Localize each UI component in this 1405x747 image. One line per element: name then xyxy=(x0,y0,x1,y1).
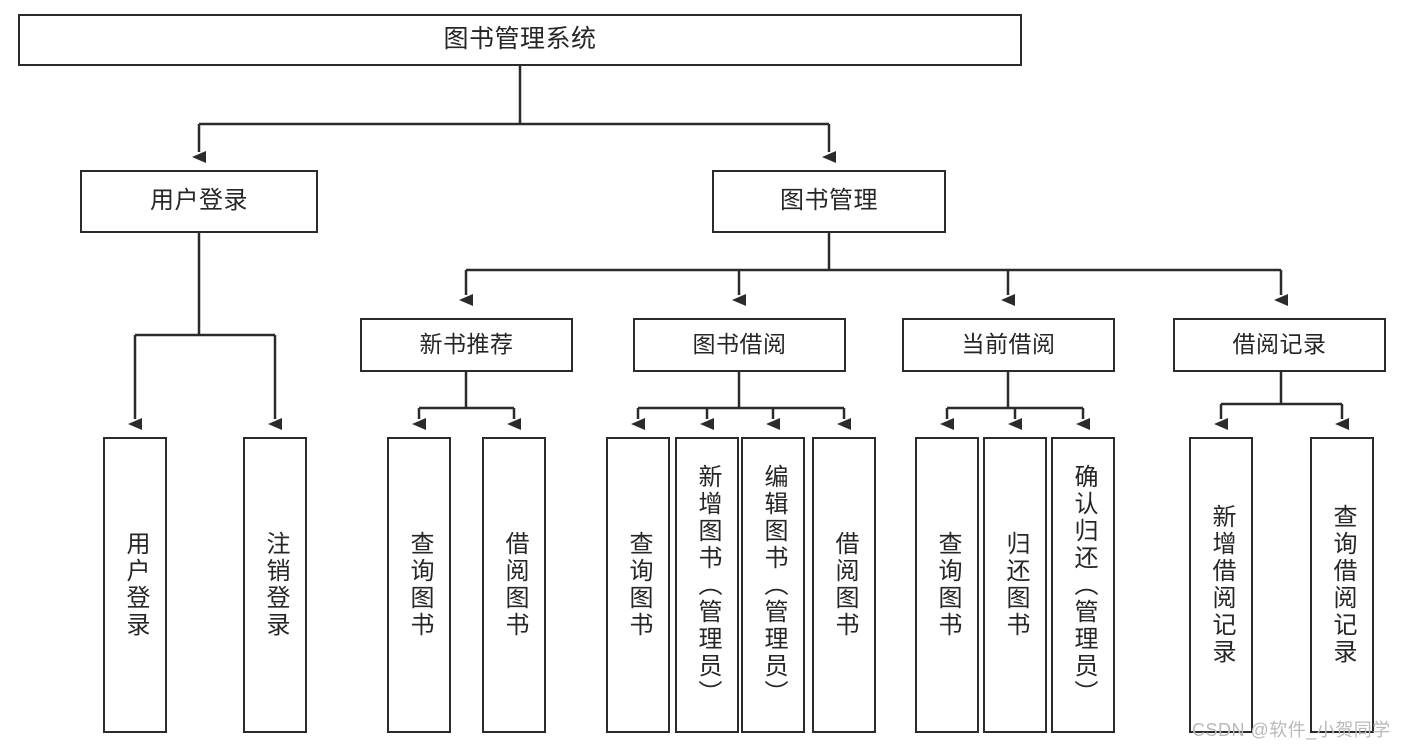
leaf-nbr-borrow-book[interactable]: 借阅图书 xyxy=(482,437,546,733)
node-root-label: 图书管理系统 xyxy=(443,25,597,54)
leaf-br-add-record-label: 新增借阅记录 xyxy=(1208,504,1235,666)
node-book-manage[interactable]: 图书管理 xyxy=(712,170,946,233)
leaf-br-add-record[interactable]: 新增借阅记录 xyxy=(1189,437,1253,733)
leaf-bb-add-book-admin-label: 新增图书（管理员） xyxy=(694,463,721,707)
leaf-cb-query-book-label: 查询图书 xyxy=(934,531,961,639)
node-current-borrow[interactable]: 当前借阅 xyxy=(902,318,1115,372)
leaf-cb-confirm-return-admin[interactable]: 确认归还（管理员） xyxy=(1051,437,1115,733)
leaf-cb-confirm-return-admin-label: 确认归还（管理员） xyxy=(1070,463,1097,707)
node-book-borrow[interactable]: 图书借阅 xyxy=(633,318,846,372)
leaf-bb-add-book-admin[interactable]: 新增图书（管理员） xyxy=(675,437,739,733)
leaf-nbr-query-book[interactable]: 查询图书 xyxy=(387,437,451,733)
node-book-borrow-label: 图书借阅 xyxy=(692,331,787,358)
leaf-bb-query-book-label: 查询图书 xyxy=(625,531,652,639)
leaf-user-login[interactable]: 用户登录 xyxy=(103,437,167,733)
leaf-nbr-borrow-book-label: 借阅图书 xyxy=(501,531,528,639)
node-book-manage-label: 图书管理 xyxy=(780,187,878,215)
node-borrow-record[interactable]: 借阅记录 xyxy=(1173,318,1386,372)
leaf-bb-borrow-book-label: 借阅图书 xyxy=(831,531,858,639)
leaf-nbr-query-book-label: 查询图书 xyxy=(406,531,433,639)
leaf-br-query-record-label: 查询借阅记录 xyxy=(1329,504,1356,666)
leaf-user-logout-label: 注销登录 xyxy=(262,531,289,639)
leaf-user-logout[interactable]: 注销登录 xyxy=(243,437,307,733)
leaf-cb-return-book-label: 归还图书 xyxy=(1002,531,1029,639)
leaf-bb-edit-book-admin[interactable]: 编辑图书（管理员） xyxy=(741,437,805,733)
node-user-login[interactable]: 用户登录 xyxy=(80,170,318,233)
leaf-bb-query-book[interactable]: 查询图书 xyxy=(606,437,670,733)
csdn-watermark: CSDN @软件_小贺同学 xyxy=(1192,720,1391,740)
node-current-borrow-label: 当前借阅 xyxy=(961,331,1056,358)
node-new-book-recommendation-label: 新书推荐 xyxy=(419,331,514,358)
node-root[interactable]: 图书管理系统 xyxy=(18,14,1022,66)
node-user-login-label: 用户登录 xyxy=(150,187,248,215)
node-borrow-record-label: 借阅记录 xyxy=(1232,331,1327,358)
leaf-cb-query-book[interactable]: 查询图书 xyxy=(915,437,979,733)
leaf-bb-borrow-book[interactable]: 借阅图书 xyxy=(812,437,876,733)
leaf-user-login-label: 用户登录 xyxy=(122,531,149,639)
leaf-cb-return-book[interactable]: 归还图书 xyxy=(983,437,1047,733)
leaf-br-query-record[interactable]: 查询借阅记录 xyxy=(1310,437,1374,733)
node-new-book-recommendation[interactable]: 新书推荐 xyxy=(360,318,573,372)
leaf-bb-edit-book-admin-label: 编辑图书（管理员） xyxy=(760,463,787,707)
